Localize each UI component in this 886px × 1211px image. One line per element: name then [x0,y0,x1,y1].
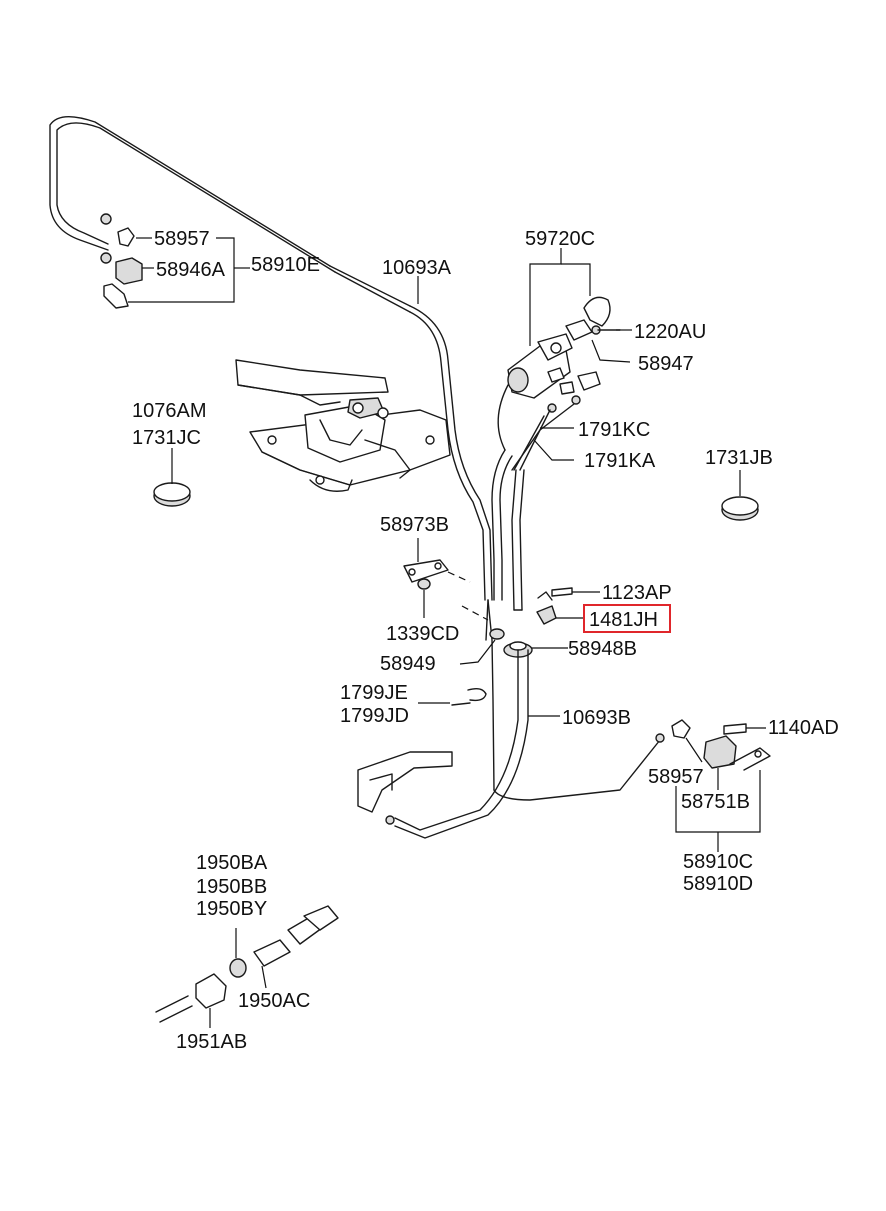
label-58949: 58949 [380,653,436,675]
bolt-1140AD [723,723,747,735]
grommet-58949 [489,628,505,640]
label-1950BY: 1950BY [196,898,267,920]
label-1799JE: 1799JE [340,682,408,704]
brake-line-58910E [49,116,411,313]
leader-lines [128,237,766,1028]
label-1950BA: 1950BA [196,852,268,874]
label-1791KC: 1791KC [578,419,650,441]
label-1951AB: 1951AB [176,1031,247,1053]
part-labels: 58957 58946A 58910E 10693A 59720C 1220AU… [132,228,839,1053]
plug-1731JB [721,496,759,521]
label-10693B: 10693B [562,707,631,729]
bracket-lower [357,751,453,813]
bracket-58973B [403,559,489,621]
label-10693A: 10693A [382,257,452,279]
label-1950BB: 1950BB [196,876,267,898]
label-58751B: 58751B [681,791,750,813]
label-1791KA: 1791KA [584,450,656,472]
highlight-box-1481JH [583,604,671,633]
label-1140AD: 1140AD [768,717,839,739]
label-59720C: 59720C [525,228,595,250]
label-1799JD: 1799JD [340,705,409,727]
label-1339CD: 1339CD [386,623,459,645]
pedal-assembly [235,359,451,492]
label-58973B: 58973B [380,514,449,536]
label-58946A: 58946A [156,259,226,281]
label-58910E: 58910E [251,254,320,276]
label-1731JB: 1731JB [705,447,773,469]
label-1220AU: 1220AU [634,321,706,343]
block-58751B [703,735,771,771]
label-58910C: 58910C [683,851,753,873]
label-1731JC: 1731JC [132,427,201,449]
cable-10693A [409,305,495,791]
block-58946A [103,257,143,309]
cable-10693B [385,649,661,839]
label-58957-top: 58957 [154,228,210,250]
label-1950AC: 1950AC [238,990,310,1012]
label-58910D: 58910D [683,873,753,895]
fitting-58957-bottom [655,719,691,743]
label-58948B: 58948B [568,638,637,660]
hoses-1791 [491,449,525,611]
clip-1481JH [536,591,557,625]
bolt-1123AP [551,587,573,597]
label-1481JH: 1481JH [589,609,658,631]
plug-1076AM [153,482,191,507]
label-1076AM: 1076AM [132,400,207,422]
label-58957-bottom: 58957 [648,766,704,788]
clip-1799JE [451,687,487,706]
cylinder-59720C [497,296,621,471]
fitting-58957-top [100,213,135,264]
switch-assembly-1950 [155,905,339,1023]
label-58947: 58947 [638,353,694,375]
label-1123AP: 1123AP [602,582,672,604]
